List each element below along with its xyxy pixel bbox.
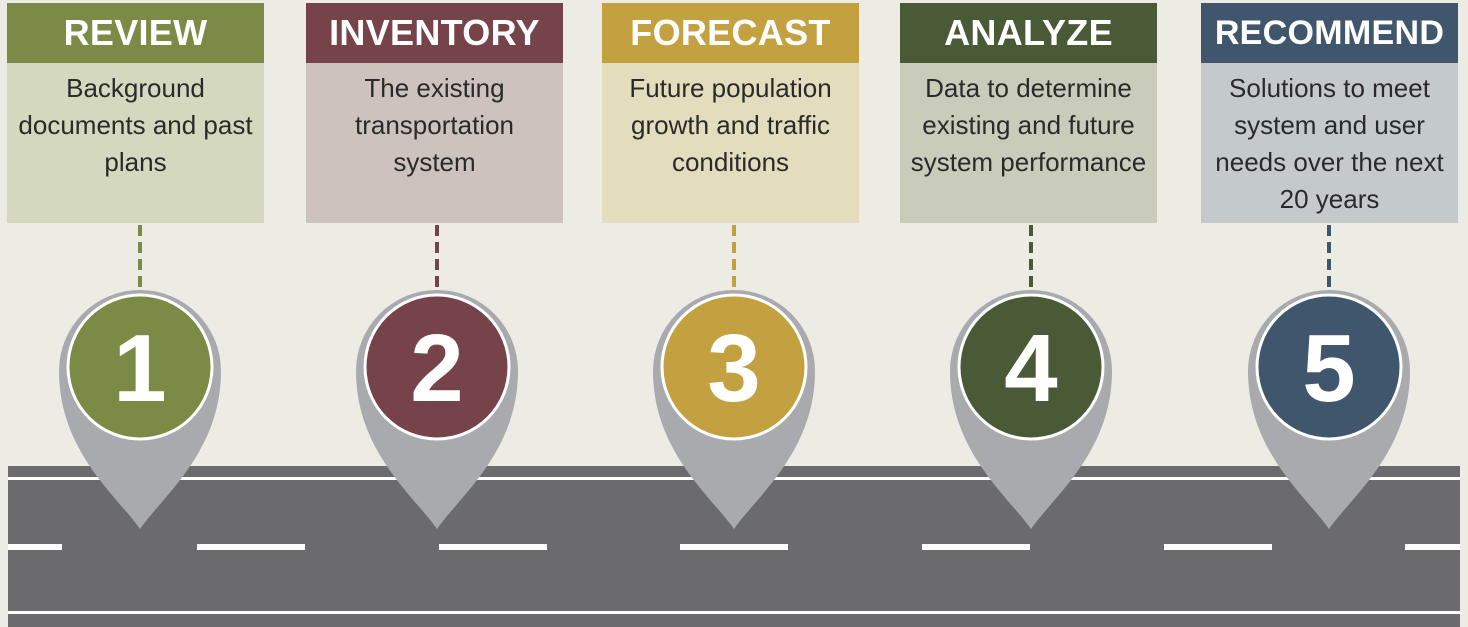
step-3-description: Future population growth and traffic con… [602,63,859,223]
step-2-title: INVENTORY [306,3,563,63]
step-3-circle [660,293,808,441]
road-lane-dash [1164,544,1272,550]
step-5-line: Solutions to meet [1229,73,1430,103]
step-4-connector [1029,225,1033,287]
step-3-line: growth and traffic [631,110,830,140]
step-4-line: system performance [910,147,1147,177]
step-1-line: Background [66,73,205,103]
step-3-connector [732,225,736,287]
step-2-connector [435,225,439,287]
step-2-number: 2 [410,315,463,422]
step-3: FORECAST Future population growth and tr… [602,3,859,223]
step-4-pin: 4 [950,290,1112,529]
road-lane-dash [922,544,1030,550]
step-5-pin: 5 [1248,290,1410,529]
road-lane-dash [680,544,788,550]
step-3-line: Future population [629,73,832,103]
step-5-circle [1255,293,1403,441]
step-4-line: Data to determine [925,73,1132,103]
step-4-number: 4 [1004,315,1057,422]
step-5-line: system and user [1234,110,1425,140]
step-5-line: needs over the next [1215,147,1444,177]
road-edge-line-bottom [8,611,1460,614]
step-5-number: 5 [1302,315,1355,422]
step-3-pin: 3 [653,290,815,529]
step-5: RECOMMEND Solutions to meet system and u… [1201,3,1458,223]
step-2-line: transportation [355,110,514,140]
step-5-title: RECOMMEND [1201,3,1458,63]
step-3-title: FORECAST [602,3,859,63]
step-5-description: Solutions to meet system and user needs … [1201,63,1458,223]
step-1-description: Background documents and past plans [7,63,264,223]
step-4-line: existing and future [922,110,1135,140]
road-lane-dash [439,544,547,550]
step-5-line: 20 years [1279,184,1380,214]
step-3-line: conditions [671,147,790,177]
step-4-description: Data to determine existing and future sy… [900,63,1157,223]
step-1-circle [66,293,214,441]
step-3-number: 3 [707,315,760,422]
step-2-line: system [393,147,476,177]
step-4-circle [957,293,1105,441]
step-1-number: 1 [113,315,166,422]
step-2-pin: 2 [356,290,518,529]
road-lane-dash [197,544,305,550]
road-lane-dash [1405,544,1460,550]
step-4-title: ANALYZE [900,3,1157,63]
step-1: REVIEW Background documents and past pla… [7,3,264,223]
step-1-title: REVIEW [7,3,264,63]
step-5-connector [1327,225,1331,287]
step-1-pin: 1 [59,290,221,529]
step-1-connector [138,225,142,287]
road-lane-dash [8,544,62,550]
step-4: ANALYZE Data to determine existing and f… [900,3,1157,223]
step-2-line: The existing [364,73,505,103]
step-2: INVENTORY The existing transportation sy… [306,3,563,223]
step-2-description: The existing transportation system [306,63,563,223]
step-1-line: documents and past [18,110,253,140]
step-1-line: plans [104,147,167,177]
step-2-circle [363,293,511,441]
